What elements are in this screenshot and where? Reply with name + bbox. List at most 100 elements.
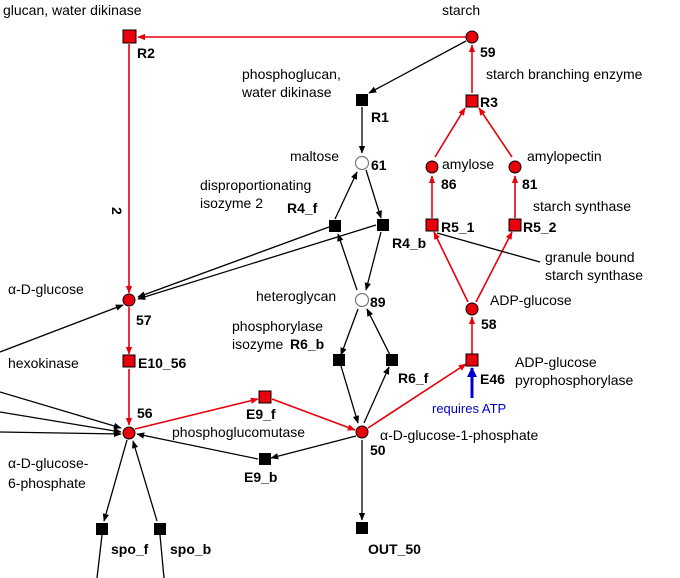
- id-spo_b: spo_b: [170, 541, 211, 557]
- id-R4_f: R4_f: [287, 200, 318, 216]
- edge-E9_b-to-56: [136, 432, 259, 460]
- label-starch-synthase: starch synthase: [533, 198, 631, 214]
- reaction-R6_f[interactable]: [386, 354, 398, 366]
- label-alpha-d-glucose: α-D-glucose: [8, 281, 84, 297]
- edge-R6_b-to-50: [340, 365, 360, 424]
- label-g6p-1: α-D-glucose-: [8, 455, 89, 471]
- metabolite-56-glucose-6-phosphate[interactable]: [122, 426, 136, 440]
- reaction-OUT_50[interactable]: [356, 522, 368, 534]
- edge-spo_b-down: [159, 534, 165, 578]
- edge-left-to-56-a: [0, 391, 122, 430]
- reaction-R4_f[interactable]: [329, 220, 341, 232]
- metabolite-81-amylopectin[interactable]: [508, 160, 522, 174]
- reaction-E10_56[interactable]: [122, 354, 136, 368]
- label-starch: starch: [442, 2, 480, 18]
- labels: glucan, water dikinase starch phosphoglu…: [3, 2, 643, 491]
- label-starch-branching-enzyme: starch branching enzyme: [486, 66, 643, 82]
- metabolite-50-glucose-1-phosphate[interactable]: [355, 425, 369, 439]
- edge-R4_f-to-61: [334, 171, 358, 220]
- id-86: 86: [441, 176, 457, 192]
- edge-89-to-R6_b: [340, 308, 359, 356]
- edge-58-to-R5_2: [475, 231, 513, 303]
- callout-granule-bound: [436, 232, 541, 263]
- edge-50-to-R6_f: [363, 366, 390, 424]
- id-E9_f: E9_f: [246, 406, 276, 422]
- label-glucan-water-dikinase: glucan, water dikinase: [3, 2, 142, 18]
- node-ids: R2 59 R1 R3 61 86 81 R4_f R5_1 R5_2 R4_b…: [111, 44, 557, 557]
- id-OUT_50: OUT_50: [368, 541, 421, 557]
- label-phosphoglucomutase: phosphoglucomutase: [172, 424, 305, 440]
- id-E10_56: E10_56: [138, 355, 186, 371]
- label-requires-atp: requires ATP: [432, 401, 506, 416]
- id-58: 58: [481, 316, 497, 332]
- metabolite-86-amylose[interactable]: [425, 160, 439, 174]
- edge-R4_b-to-89: [364, 231, 382, 291]
- reaction-R1[interactable]: [356, 94, 368, 106]
- label-adp-glucose-pyro-1: ADP-glucose: [515, 354, 597, 370]
- metabolite-58-adp-glucose[interactable]: [465, 302, 479, 316]
- edge-50-to-E46: [367, 363, 467, 429]
- edge-86-to-R3: [434, 107, 466, 158]
- edge-left-to-56-c: [0, 430, 122, 438]
- edge-label-2: 2: [109, 207, 125, 215]
- label-phosphoglucan-2: water dikinase: [241, 84, 332, 100]
- edge-R4_f-to-57: [137, 226, 330, 298]
- reaction-R6_b[interactable]: [333, 354, 345, 366]
- reaction-R5_2[interactable]: [508, 218, 522, 232]
- edge-E9_f-to-50: [271, 398, 356, 431]
- label-disproportionating-2: isozyme 2: [200, 195, 263, 211]
- id-R5_1: R5_1: [441, 219, 475, 235]
- edge-81-to-R3: [478, 107, 513, 158]
- nodes: [96, 29, 522, 535]
- id-R4_b: R4_b: [392, 235, 426, 251]
- metabolite-57-alpha-d-glucose[interactable]: [122, 293, 136, 307]
- label-maltose: maltose: [290, 148, 339, 164]
- id-57: 57: [136, 312, 152, 328]
- id-50: 50: [370, 442, 386, 458]
- active-edges: [125, 33, 519, 431]
- label-granule-bound-1: granule bound: [545, 249, 635, 265]
- id-E9_b: E9_b: [244, 469, 277, 485]
- id-R3: R3: [480, 94, 498, 110]
- label-phosphoglucan-1: phosphoglucan,: [242, 66, 341, 82]
- edge-50-to-E9_b: [270, 435, 357, 460]
- edge-spo_f-down: [96, 534, 103, 578]
- id-R6_b: R6_b: [290, 336, 324, 352]
- reaction-E46[interactable]: [465, 353, 479, 367]
- label-heteroglycan: heteroglycan: [256, 288, 336, 304]
- reaction-R3[interactable]: [465, 94, 479, 108]
- metabolite-59-starch[interactable]: [465, 30, 479, 44]
- label-adp-glucose: ADP-glucose: [490, 292, 572, 308]
- edge-spo_b-to-56: [132, 440, 158, 522]
- metabolite-61-maltose[interactable]: [354, 155, 370, 171]
- label-granule-bound-2: starch synthase: [545, 267, 643, 283]
- reaction-R4_b[interactable]: [377, 219, 389, 231]
- reaction-E9_f[interactable]: [258, 390, 272, 404]
- reaction-E9_b[interactable]: [259, 453, 271, 465]
- reaction-spo_b[interactable]: [154, 523, 166, 535]
- id-spo_f: spo_f: [111, 541, 149, 557]
- id-61: 61: [371, 157, 387, 173]
- label-amylose: amylose: [442, 156, 494, 172]
- edge-61-to-R4_b: [365, 169, 382, 219]
- id-56: 56: [137, 405, 153, 421]
- id-R5_2: R5_2: [523, 219, 557, 235]
- reaction-spo_f[interactable]: [96, 523, 108, 535]
- edge-56-to-spo_f: [102, 439, 128, 522]
- id-E46: E46: [480, 371, 505, 387]
- id-R2: R2: [137, 45, 155, 61]
- edge-89-to-R4_f: [337, 233, 358, 291]
- label-hexokinase: hexokinase: [8, 355, 79, 371]
- metabolite-89-heteroglycan[interactable]: [354, 292, 370, 308]
- id-R6_f: R6_f: [398, 370, 429, 386]
- label-phosphorylase-2: isozyme: [232, 336, 284, 352]
- reaction-R5_1[interactable]: [425, 218, 439, 232]
- reaction-R2[interactable]: [122, 29, 137, 44]
- label-adp-glucose-pyro-2: pyrophosphorylase: [515, 372, 634, 388]
- label-g6p-2: 6-phosphate: [8, 475, 86, 491]
- edge-58-to-R5_1: [433, 231, 469, 303]
- edge-56-to-E9_f: [134, 397, 259, 430]
- edge-starch-to-R1: [368, 40, 467, 94]
- id-R1: R1: [371, 109, 389, 125]
